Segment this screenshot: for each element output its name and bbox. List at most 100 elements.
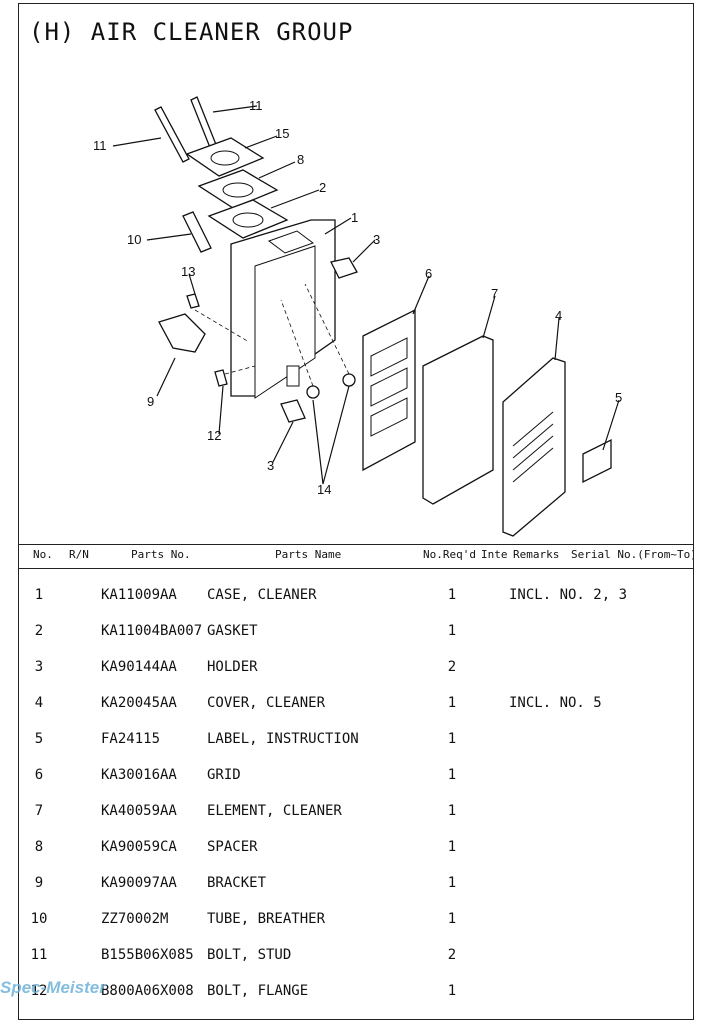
row-parts-name: HOLDER: [207, 659, 258, 675]
row-qty: 1: [447, 587, 457, 603]
row-remarks: INCL. NO. 5: [509, 695, 602, 711]
callout-2: 2: [319, 180, 326, 195]
table-row: 9 KA90097AA BRACKET 1: [19, 875, 693, 911]
table-row: 4 KA20045AA COVER, CLEANER 1 INCL. NO. 5: [19, 695, 693, 731]
row-parts-no: KA90097AA: [101, 875, 177, 891]
row-no: 1: [34, 587, 44, 603]
nut-left: [306, 385, 320, 399]
row-qty: 1: [447, 731, 457, 747]
row-parts-no: FA24115: [101, 731, 161, 747]
row-parts-no: KA90144AA: [101, 659, 177, 675]
table-row: 6 KA30016AA GRID 1: [19, 767, 693, 803]
element-part: [422, 335, 494, 505]
callout-10: 10: [127, 232, 141, 247]
row-parts-name: CASE, CLEANER: [207, 587, 317, 603]
header-bottom-rule: [19, 568, 693, 569]
row-parts-name: SPACER: [207, 839, 258, 855]
row-no: 8: [34, 839, 44, 855]
table-row: 1 KA11009AA CASE, CLEANER 1 INCL. NO. 2,…: [19, 587, 693, 623]
col-header-remarks: Remarks: [513, 548, 560, 561]
row-qty: 1: [447, 839, 457, 855]
table-row: 12 B800A06X008 BOLT, FLANGE 1: [19, 983, 693, 1019]
cover-part: [502, 357, 566, 537]
bracket: [158, 313, 206, 353]
row-no: 5: [34, 731, 44, 747]
cleaner-case: [230, 219, 336, 399]
holder-lower: [280, 399, 306, 423]
row-qty: 1: [447, 767, 457, 783]
row-qty: 1: [447, 983, 457, 999]
row-qty: 2: [447, 659, 457, 675]
gasket-stack: [185, 137, 289, 239]
table-row: 8 KA90059CA SPACER 1: [19, 839, 693, 875]
row-no: 7: [34, 803, 44, 819]
nut-right: [342, 373, 356, 387]
callout-8: 8: [297, 152, 304, 167]
row-qty: 1: [447, 875, 457, 891]
row-parts-name: ELEMENT, CLEANER: [207, 803, 342, 819]
col-header-parts-name: Parts Name: [275, 548, 342, 561]
table-row: 3 KA90144AA HOLDER 2: [19, 659, 693, 695]
watermark-logo: Spec-Meister: [0, 978, 106, 997]
grid-part: [362, 308, 416, 472]
callout-11-left: 11: [93, 138, 107, 153]
row-parts-name: TUBE, BREATHER: [207, 911, 326, 927]
callout-9: 9: [147, 394, 154, 409]
row-parts-name: GASKET: [207, 623, 258, 639]
col-header-inte: Inte: [481, 548, 508, 561]
row-parts-name: COVER, CLEANER: [207, 695, 326, 711]
row-remarks: INCL. NO. 2, 3: [509, 587, 628, 603]
callout-14: 14: [317, 482, 331, 497]
stud-bolts: [154, 96, 218, 163]
row-parts-no: B155B06X085: [101, 947, 194, 963]
callout-12: 12: [207, 428, 221, 443]
callout-5: 5: [615, 390, 622, 405]
page-title: (H) AIR CLEANER GROUP: [29, 18, 354, 46]
row-parts-no: KA20045AA: [101, 695, 177, 711]
row-no: 9: [34, 875, 44, 891]
row-no: 10: [30, 911, 48, 927]
row-no: 4: [34, 695, 44, 711]
row-parts-no: KA90059CA: [101, 839, 177, 855]
col-header-serial: Serial No.(From~To): [571, 548, 694, 561]
row-parts-name: GRID: [207, 767, 241, 783]
callout-6: 6: [425, 266, 432, 281]
row-no: 3: [34, 659, 44, 675]
row-parts-no: KA30016AA: [101, 767, 177, 783]
row-parts-no: KA11004BA007: [101, 623, 203, 639]
table-row: 2 KA11004BA007 GASKET 1: [19, 623, 693, 659]
col-header-qty: No.Req'd: [423, 548, 476, 561]
flange-bolt-lower: [214, 369, 228, 387]
callout-7: 7: [491, 286, 498, 301]
label-part: [582, 438, 612, 484]
breather-tube: [182, 211, 212, 253]
table-row: 5 FA24115 LABEL, INSTRUCTION 1: [19, 731, 693, 767]
callout-13: 13: [181, 264, 195, 279]
row-parts-no: KA11009AA: [101, 587, 177, 603]
callout-3-lower: 3: [267, 458, 274, 473]
parts-sheet: (H) AIR CLEANER GROUP: [18, 3, 694, 1020]
row-parts-name: LABEL, INSTRUCTION: [207, 731, 359, 747]
table-row: 11 B155B06X085 BOLT, STUD 2: [19, 947, 693, 983]
flange-bolt-upper: [186, 293, 200, 309]
col-header-no: No.: [33, 548, 53, 561]
col-header-parts-no: Parts No.: [131, 548, 191, 561]
row-parts-no: B800A06X008: [101, 983, 194, 999]
row-parts-no: KA40059AA: [101, 803, 177, 819]
table-row: 7 KA40059AA ELEMENT, CLEANER 1: [19, 803, 693, 839]
row-no: 2: [34, 623, 44, 639]
row-parts-name: BRACKET: [207, 875, 267, 891]
row-parts-name: BOLT, FLANGE: [207, 983, 309, 999]
row-qty: 2: [447, 947, 457, 963]
row-no: 6: [34, 767, 44, 783]
row-qty: 1: [447, 695, 457, 711]
col-header-rn: R/N: [69, 548, 89, 561]
row-qty: 1: [447, 803, 457, 819]
row-no: 11: [30, 947, 48, 963]
exploded-diagram: 11 11 15 8 2 1 3 10 13 6 7 4 5 9 12 3 14: [93, 96, 622, 537]
row-qty: 1: [447, 911, 457, 927]
holder-upper: [330, 257, 358, 279]
callout-11-right: 11: [249, 98, 263, 113]
row-parts-no: ZZ70002M: [101, 911, 169, 927]
row-qty: 1: [447, 623, 457, 639]
